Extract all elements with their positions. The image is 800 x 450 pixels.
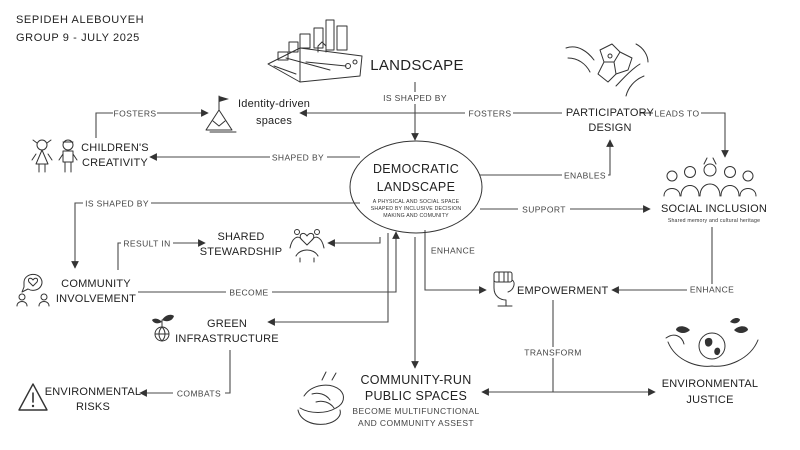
group-people-icon	[663, 157, 757, 197]
hands-puzzle-icon	[565, 43, 649, 97]
node-sub-public-2: AND COMMUNITY ASSEST	[358, 418, 474, 428]
node-sub-democratic-3: MAKING AND COMUNITY	[383, 213, 449, 219]
edge-democratic-empowerment	[424, 230, 487, 294]
node-label-community-2: INVOLVEMENT	[56, 293, 136, 305]
edge-green-risks	[139, 350, 231, 397]
warning-triangle-icon	[18, 383, 48, 411]
edge-label-shaped-by: SHAPED BY	[272, 153, 324, 163]
node-label-env-risks-2: RISKS	[76, 401, 110, 413]
edge-label-result-in: RESULT IN	[123, 239, 170, 249]
edge-childrens-identity	[95, 109, 209, 138]
node-environmental-justice: ENVIRONMENTAL JUSTICE	[662, 318, 759, 406]
joined-hands-icon	[297, 371, 344, 425]
edge-label-become: BECOME	[229, 288, 268, 298]
node-label-childrens-2: CREATIVITY	[82, 157, 148, 169]
edge-label-support: SUPPORT	[522, 205, 566, 215]
node-label-green-1: GREEN	[207, 318, 247, 330]
node-label-participatory-1: PARTICIPATORY	[566, 107, 655, 119]
edge-social-empowerment	[611, 227, 713, 294]
node-social-inclusion: SOCIAL INCLUSION Shared memory and cultu…	[661, 157, 767, 224]
node-label-public-2: PUBLIC SPACES	[365, 389, 467, 403]
node-environmental-risks: ENVIRONMENTAL RISKS	[18, 383, 142, 413]
node-childrens-creativity: CHILDREN'S CREATIVITY	[31, 139, 149, 173]
node-democratic-landscape: DEMOCRATIC LANDSCAPE A PHYSICAL AND SOCI…	[349, 140, 483, 234]
edge-democratic-participatory	[480, 139, 614, 176]
node-community-run-public-spaces: COMMUNITY-RUN PUBLIC SPACES BECOME MULTI…	[297, 371, 479, 428]
edge-label-leads-to: LEADS TO	[655, 109, 700, 119]
node-label-shared-1: SHARED	[217, 231, 264, 243]
city-sketch-icon	[267, 19, 363, 83]
author-group: GROUP 9 - JULY 2025	[16, 32, 140, 44]
node-sub-public-1: BECOME MULTIFUNCTIONAL	[352, 406, 479, 416]
edge-democratic-green	[267, 233, 389, 326]
edge-label-fosters-2: FOSTERS	[469, 109, 512, 119]
community-heart-icon	[16, 273, 50, 307]
edge-democratic-community	[71, 202, 360, 269]
node-label-landscape: LANDSCAPE	[370, 57, 464, 74]
node-label-childrens-1: CHILDREN'S	[81, 142, 149, 154]
node-landscape: LANDSCAPE	[267, 19, 464, 83]
node-label-identity-1: Identity-driven	[238, 98, 310, 110]
edge-label-combats: COMBATS	[177, 389, 221, 399]
edge-label-transform: TRANSFORM	[524, 348, 581, 358]
node-label-participatory-2: DESIGN	[588, 122, 631, 134]
hands-hearts-icon	[289, 229, 325, 263]
plant-globe-icon	[152, 314, 174, 342]
raised-fist-icon	[493, 271, 515, 307]
node-label-env-risks-1: ENVIRONMENTAL	[45, 386, 142, 398]
author-name: SEPIDEH ALEBOUYEH	[16, 14, 144, 26]
edge-label-is-shaped-by-1: IS SHAPED BY	[383, 93, 447, 103]
node-sub-democratic-1: A PHYSICAL AND SOCIAL SPACE	[373, 199, 460, 205]
mountain-flag-icon	[205, 95, 237, 133]
node-label-empowerment: EMPOWERMENT	[517, 285, 609, 297]
node-green-infrastructure: GREEN INFRASTRUCTURE	[152, 314, 279, 345]
node-label-democratic-1: DEMOCRATIC	[373, 162, 459, 176]
edge-community-shared	[117, 239, 206, 270]
node-label-public-1: COMMUNITY-RUN	[360, 373, 471, 387]
edge-label-enables: ENABLES	[564, 171, 606, 181]
edge-community-democratic	[138, 231, 400, 293]
edge-participatory-social	[640, 112, 729, 158]
node-label-democratic-2: LANDSCAPE	[377, 180, 455, 194]
edge-democratic-shared	[327, 237, 381, 247]
node-community-involvement: COMMUNITY INVOLVEMENT	[16, 273, 136, 307]
edge-labels: IS SHAPED BY FOSTERS FOSTERS LEADS TO SH…	[83, 92, 737, 399]
children-icon	[31, 139, 78, 173]
earth-leaves-icon	[665, 318, 759, 367]
node-label-identity-2: spaces	[256, 115, 292, 127]
node-label-shared-2: STEWARDSHIP	[200, 246, 282, 258]
edge-label-is-shaped-by-2: IS SHAPED BY	[85, 199, 149, 209]
node-label-env-justice-2: JUSTICE	[686, 394, 733, 406]
node-identity-driven-spaces: Identity-driven spaces	[205, 95, 310, 133]
node-label-green-2: INFRASTRUCTURE	[175, 333, 279, 345]
node-shared-stewardship: SHARED STEWARDSHIP	[200, 229, 325, 263]
edge-label-enhance-1: ENHANCE	[431, 246, 475, 256]
node-empowerment: EMPOWERMENT	[493, 271, 609, 307]
node-label-community-1: COMMUNITY	[61, 278, 131, 290]
node-participatory-design: PARTICIPATORY DESIGN	[565, 43, 655, 134]
node-sub-social-inclusion: Shared memory and cultural heritage	[668, 218, 760, 224]
edge-label-fosters-1: FOSTERS	[114, 109, 157, 119]
node-label-social-inclusion: SOCIAL INCLUSION	[661, 203, 767, 215]
node-sub-democratic-2: SHAPED BY INCLUSIVE DECISION	[371, 206, 462, 212]
node-label-env-justice-1: ENVIRONMENTAL	[662, 378, 759, 390]
edge-label-enhance-2: ENHANCE	[690, 285, 734, 295]
